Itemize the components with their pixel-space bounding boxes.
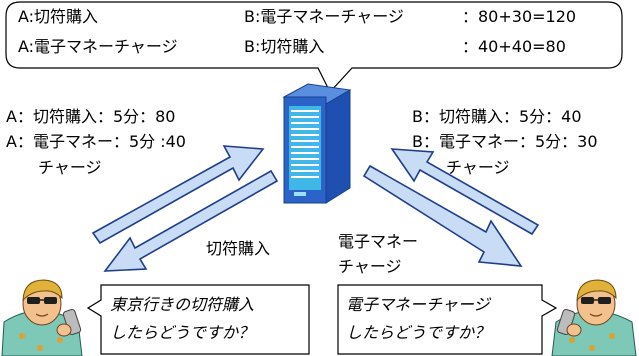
top-row1-left: A:切符購入	[18, 7, 99, 26]
right-info-line1: B：切符購入：5分：40	[412, 107, 582, 126]
right-speech-line2: したらどうですか？	[346, 323, 491, 342]
right-arrow-label-line1: 電子マネー	[338, 232, 419, 251]
left-up-arrow	[91, 145, 265, 245]
left-info-line2: A：電子マネー：5分 :40	[6, 132, 186, 151]
right-info-line2: B：電子マネー：5分：30	[412, 132, 598, 151]
right-speech-bubble	[337, 284, 558, 355]
top-row1-mid: B:電子マネーチャージ	[244, 7, 404, 26]
left-speech-bubble	[86, 284, 310, 355]
left-arrow-label: 切符購入	[206, 239, 271, 258]
left-down-arrow	[103, 169, 279, 272]
left-info-line1: A：切符購入：5分：80	[6, 107, 176, 126]
right-down-arrow	[362, 164, 523, 267]
top-row2-left: A:電子マネーチャージ	[18, 37, 178, 56]
top-row1-right: ：80+30=120	[462, 7, 577, 26]
right-arrow-label-line2: チャージ	[338, 257, 402, 276]
right-person-icon	[551, 279, 637, 356]
right-speech-line1: 電子マネーチャージ	[346, 295, 490, 314]
left-speech-line1: 東京行きの切符購入	[110, 295, 255, 314]
top-speech-bubble	[5, 1, 623, 94]
right-up-arrow	[390, 148, 540, 236]
left-person-icon	[1, 279, 83, 356]
left-speech-line2: したらどうですか？	[110, 323, 255, 342]
right-info-line3: チャージ	[446, 158, 510, 177]
left-info-line3: チャージ	[38, 158, 102, 177]
server-icon	[282, 83, 352, 204]
top-row2-mid: B:切符購入	[244, 37, 325, 56]
top-row2-right: ：40+40=80	[462, 37, 566, 56]
